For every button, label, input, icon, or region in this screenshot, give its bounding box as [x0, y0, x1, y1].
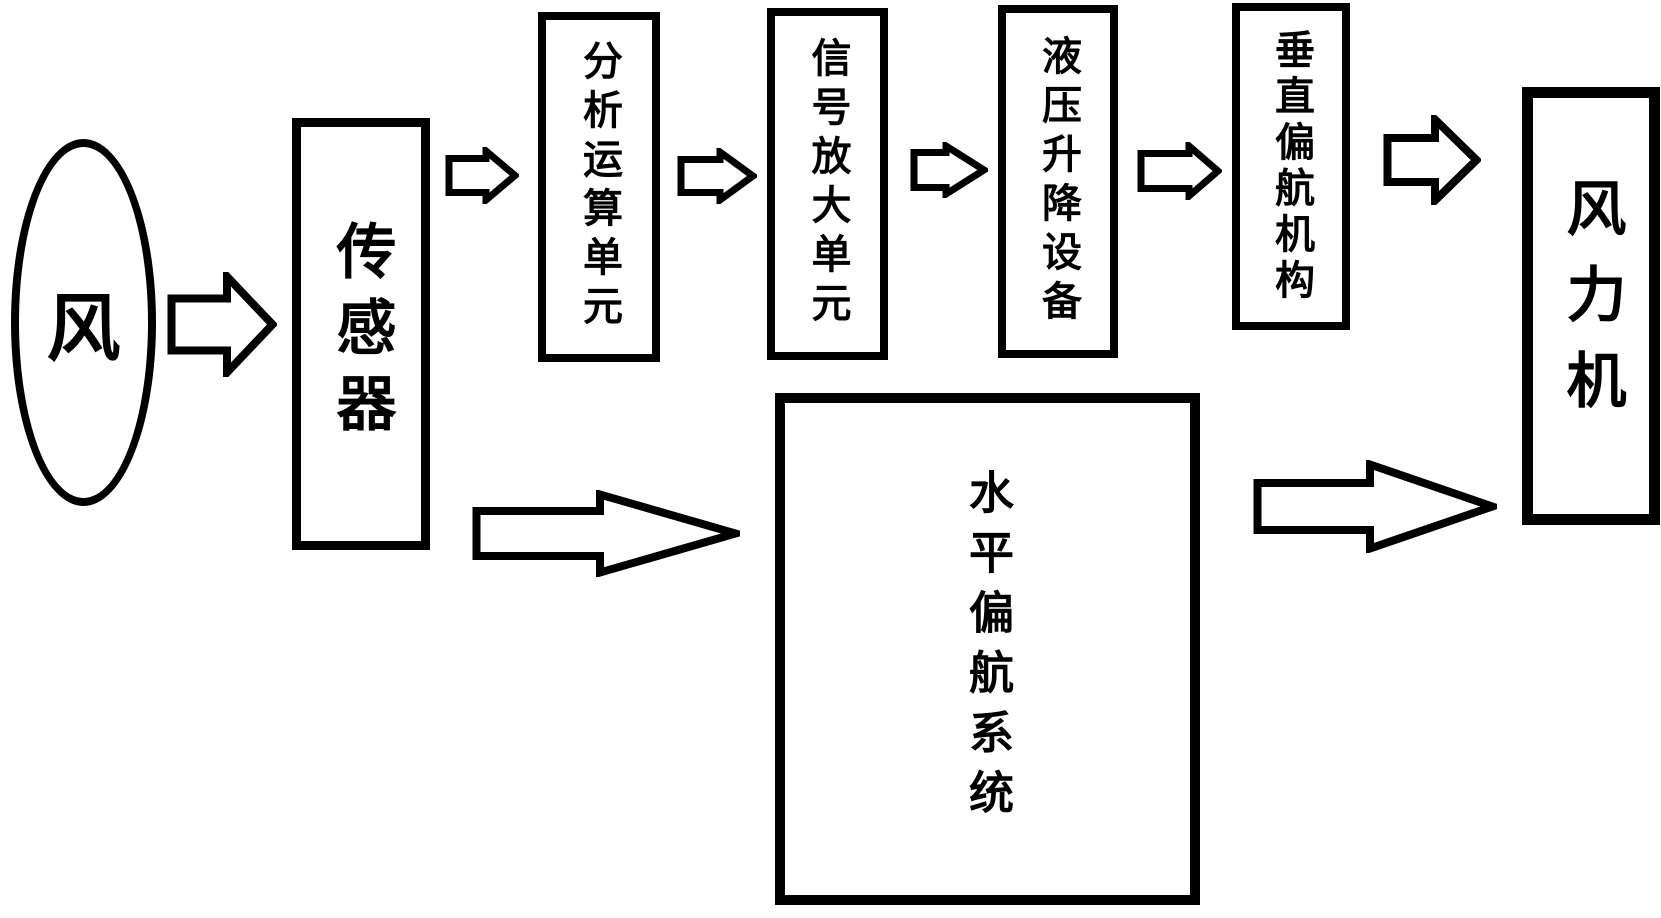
arrow-horizontal-yaw-to-turbine-icon [1253, 460, 1497, 553]
node-wind: 风 [11, 139, 156, 506]
node-horizontal-yaw-system: 水平偏航系统 [775, 393, 1200, 905]
node-wind-turbine-label: 风力机 [1556, 177, 1626, 435]
arrow-vertical-yaw-to-turbine-icon [1383, 115, 1481, 205]
node-signal-amplifier-unit-label: 信号放大单元 [804, 37, 851, 331]
arrow-sensor-to-horizontal-yaw-icon [472, 490, 740, 577]
node-analysis-unit-label: 分析运算单元 [576, 40, 622, 334]
node-analysis-unit: 分析运算单元 [538, 12, 660, 362]
node-horizontal-yaw-system-label: 水平偏航系统 [961, 469, 1014, 829]
arrow-wind-to-sensor-icon [167, 272, 277, 377]
node-wind-label: 风 [46, 286, 121, 372]
node-wind-turbine: 风力机 [1522, 87, 1660, 525]
node-hydraulic-lift-equipment-label: 液压升降设备 [1035, 34, 1081, 329]
arrow-analysis-to-signal-icon [677, 148, 757, 204]
arrow-signal-to-hydraulic-icon [910, 142, 988, 198]
node-vertical-yaw-mechanism: 垂直偏航机构 [1232, 3, 1350, 330]
arrow-sensor-to-analysis-icon [445, 147, 519, 204]
node-sensor: 传感器 [292, 118, 430, 550]
node-signal-amplifier-unit: 信号放大单元 [767, 8, 888, 360]
node-hydraulic-lift-equipment: 液压升降设备 [998, 5, 1118, 358]
node-vertical-yaw-mechanism-label: 垂直偏航机构 [1268, 28, 1314, 305]
node-sensor-label: 传感器 [326, 220, 396, 448]
arrow-hydraulic-to-vertical-yaw-icon [1137, 142, 1222, 200]
